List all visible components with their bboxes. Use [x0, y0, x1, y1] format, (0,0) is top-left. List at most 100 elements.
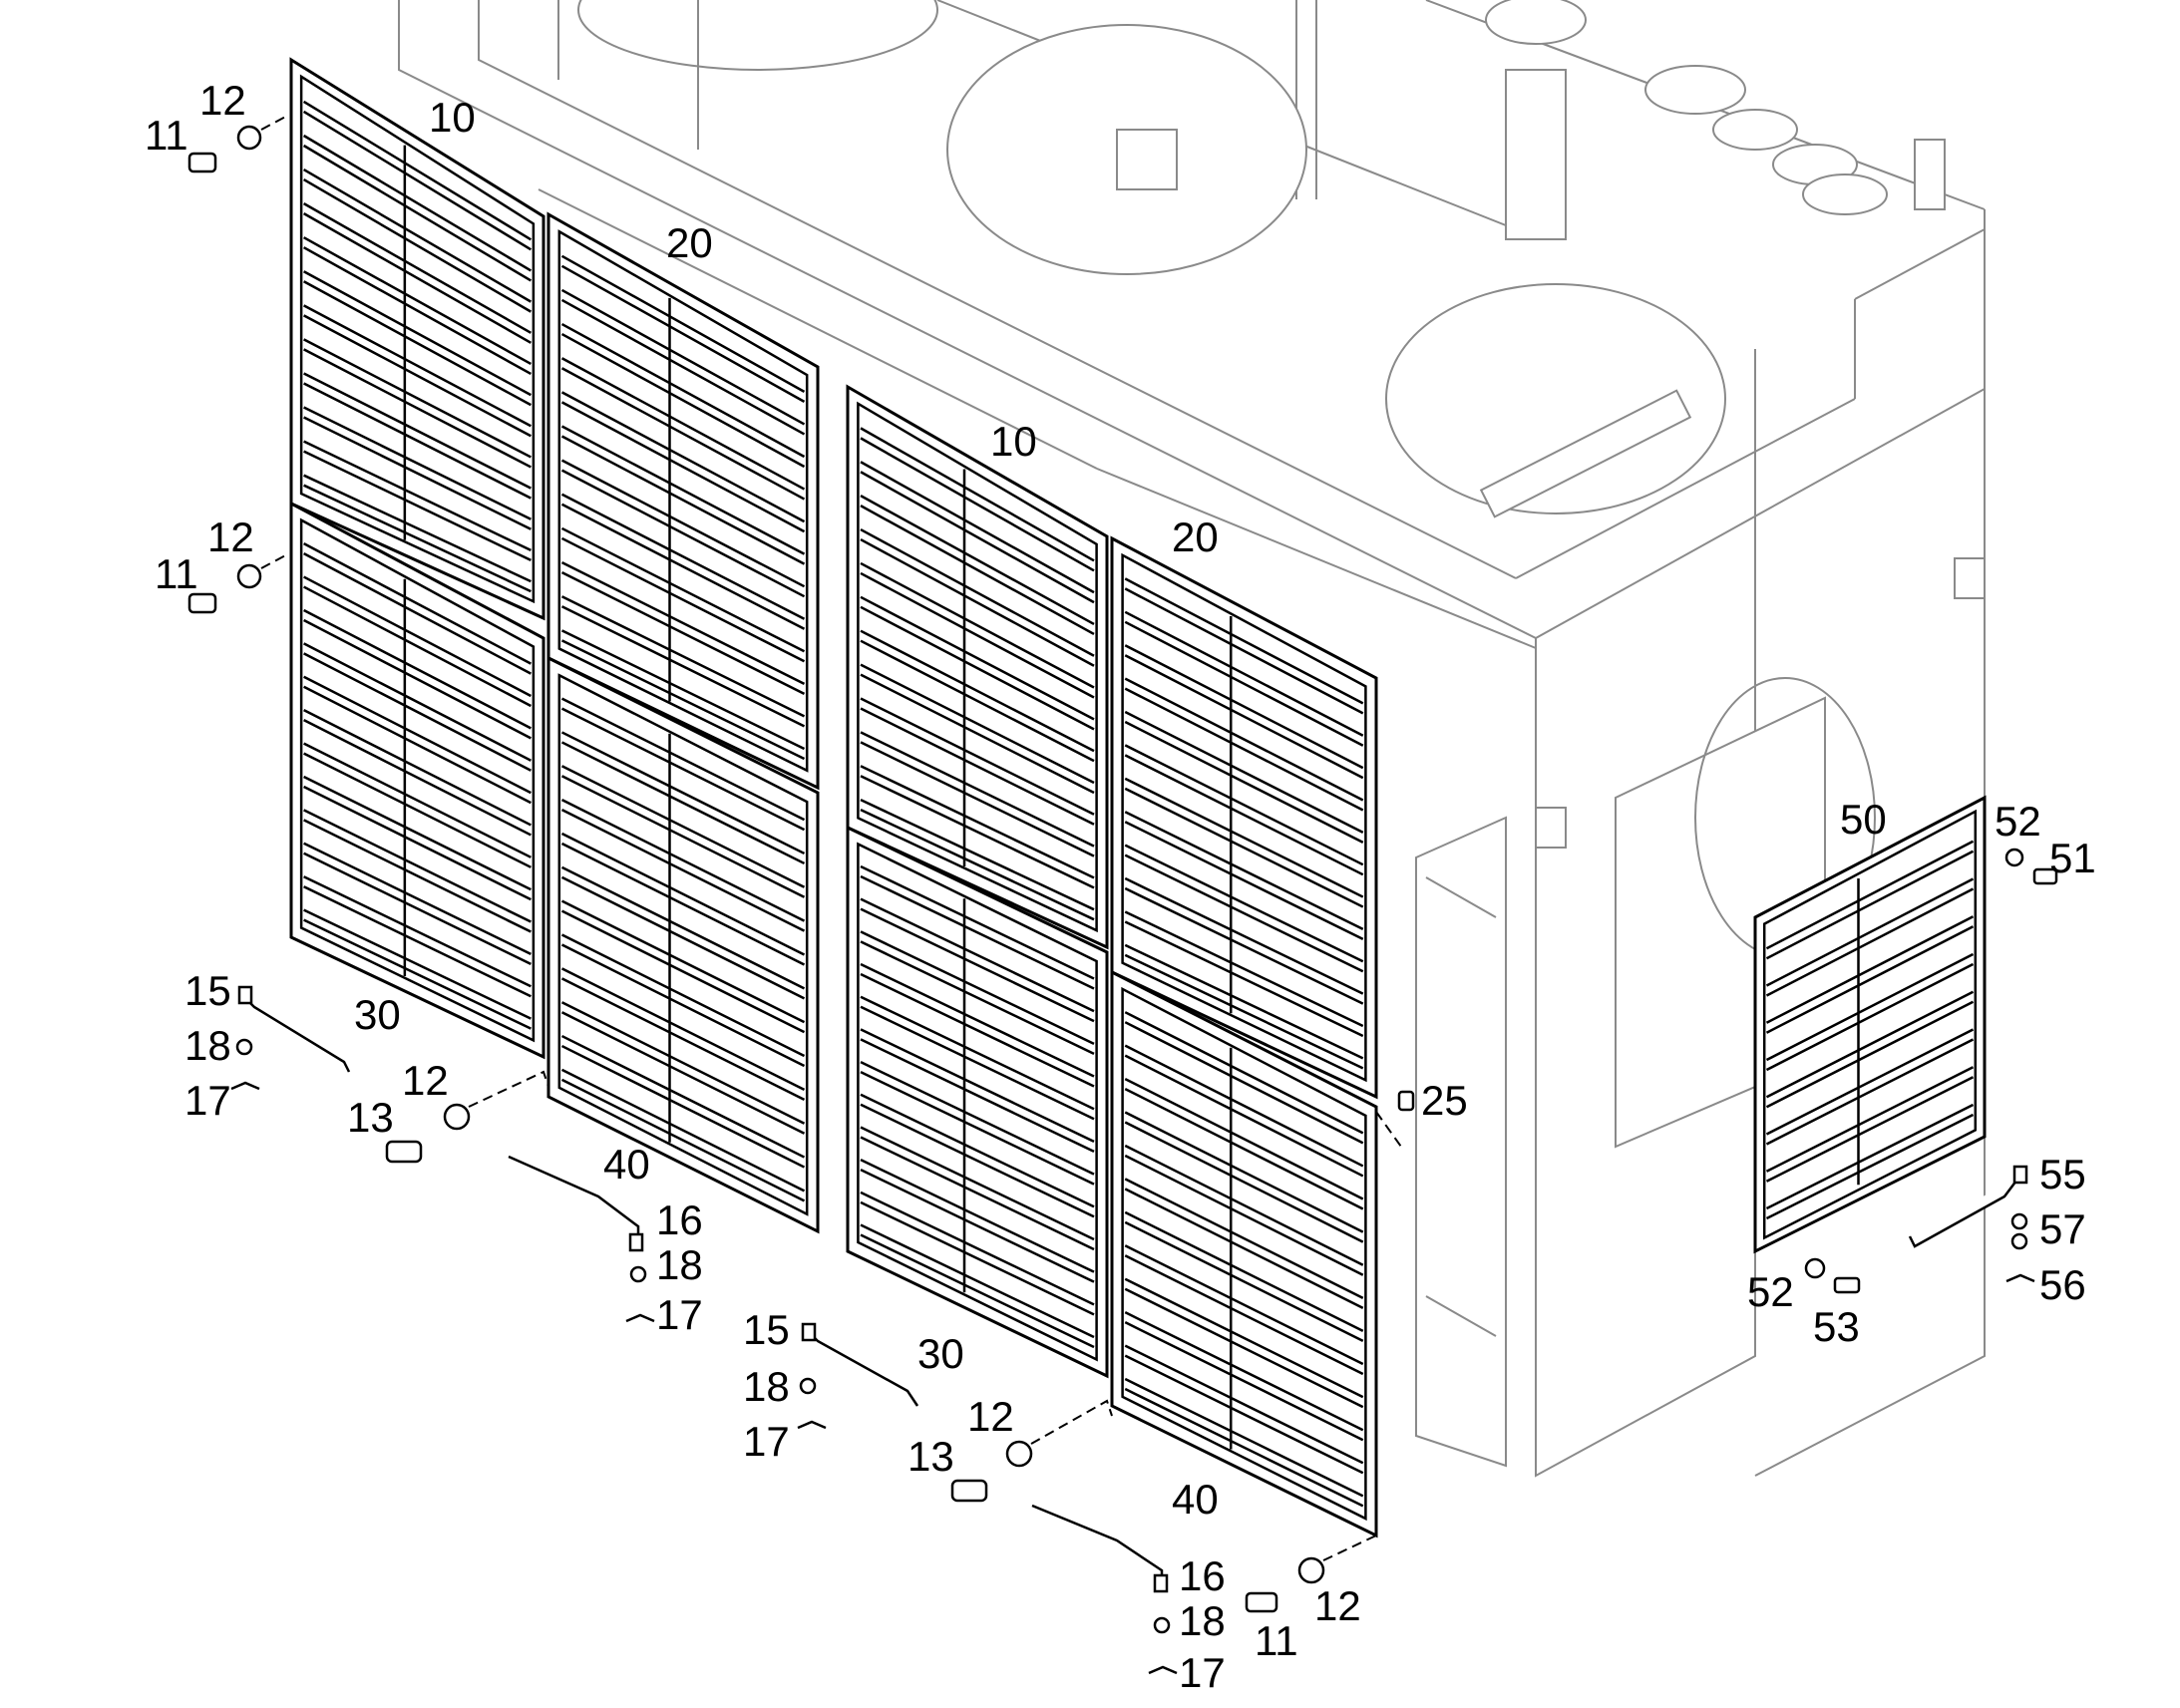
louver-slat [860, 697, 1095, 816]
louver-slat [1124, 1254, 1364, 1376]
callout-12: 12 [402, 1057, 449, 1104]
louver-slat [560, 493, 806, 620]
bolt-53 [1833, 1276, 1861, 1294]
callout-57: 57 [2039, 1205, 2086, 1252]
louver-inner-frame [299, 74, 536, 604]
louver-slat [860, 427, 1095, 562]
louver-slat [1765, 925, 1975, 1034]
louver-slat [560, 298, 806, 436]
louver-slat [1124, 1311, 1364, 1432]
louver-slat [560, 459, 806, 588]
washer-52-b [1804, 1257, 1826, 1279]
louver-slat [860, 561, 1095, 689]
louver-slat [860, 605, 1095, 731]
louver-slat [1124, 1044, 1364, 1168]
louver-slat [303, 875, 532, 988]
louver-panel-20-right [1110, 535, 1378, 1100]
louver-slat [1765, 1076, 1975, 1183]
callout-40: 40 [1172, 1476, 1219, 1523]
callout-20: 20 [1172, 513, 1219, 560]
louver-slat [560, 254, 806, 393]
louver-slat [1124, 876, 1364, 995]
callout-50: 50 [1840, 796, 1887, 843]
louver-slat [303, 372, 532, 490]
louver-slat [560, 264, 806, 403]
louver-slat [303, 809, 532, 923]
louver-slat [560, 899, 806, 1024]
louver-slat [303, 484, 532, 593]
louver-slat [1124, 1210, 1364, 1333]
callout-40: 40 [603, 1141, 650, 1188]
louver-slat [303, 202, 532, 334]
callout-16: 16 [1179, 1552, 1226, 1599]
rod-handle-16-b [1153, 1573, 1169, 1593]
louver-slat [560, 503, 806, 630]
callout-11: 11 [1255, 1617, 1298, 1664]
callout-18: 18 [184, 1022, 231, 1069]
louver-inner-frame [857, 842, 1098, 1362]
louver-slat [860, 629, 1095, 753]
louver-slat [860, 495, 1095, 626]
louver-slat [303, 842, 532, 956]
louver-slat [1124, 787, 1364, 908]
louver-slat [560, 469, 806, 598]
louver-slat [560, 401, 806, 533]
louver-slat [1124, 644, 1364, 770]
louver-slat [303, 675, 532, 795]
louver-slat [560, 605, 806, 728]
louver-slat [1124, 1178, 1364, 1299]
callout-52: 52 [1747, 1268, 1794, 1315]
louver-slat [1124, 1244, 1364, 1366]
louver-slat [860, 741, 1095, 857]
louver-inner-frame [557, 229, 809, 773]
bolt-51 [2032, 867, 2058, 885]
callout-17: 17 [184, 1077, 231, 1124]
louver-slat [560, 775, 806, 898]
louver-slat [303, 212, 532, 344]
louver-slat [1124, 777, 1364, 898]
louver-slat [560, 799, 806, 922]
bolts-and-washers [187, 114, 2058, 1613]
washer-18-a [235, 1038, 253, 1056]
louver-slat [303, 918, 532, 1030]
callout-11: 11 [145, 112, 188, 159]
callout-30: 30 [917, 1330, 964, 1377]
louver-slat [860, 1200, 1095, 1316]
louver-slat [860, 571, 1095, 699]
louver-slat [860, 663, 1095, 785]
louver-slat [860, 731, 1095, 848]
callout-labels: 12 11 10 20 12 11 10 20 50 52 51 15 30 1… [145, 77, 2096, 1696]
louver-slat [1124, 943, 1364, 1060]
louver-slat [1765, 877, 1975, 987]
callout-11: 11 [155, 550, 198, 597]
callout-12: 12 [207, 513, 254, 560]
louver-slat [1124, 1220, 1364, 1343]
louver-slat [860, 1103, 1095, 1218]
louver-slat [1124, 811, 1364, 931]
louver-slat [1124, 620, 1364, 747]
callout-12: 12 [199, 77, 246, 124]
callout-15: 15 [184, 967, 231, 1014]
louver-slat [303, 144, 532, 282]
louver-slat [860, 1191, 1095, 1306]
bolt-13-a [385, 1140, 423, 1164]
louver-slat [860, 864, 1095, 980]
callout-13: 13 [347, 1094, 394, 1141]
louver-slat [560, 842, 806, 966]
louver-slat [1124, 610, 1364, 737]
louver-slat [560, 526, 806, 653]
louver-inner-frame [1762, 809, 1978, 1240]
louver-slat [1765, 1038, 1975, 1146]
louver-slat [303, 314, 532, 438]
louver-slat [560, 697, 806, 822]
louver-slat [560, 765, 806, 888]
louver-inner-frame [557, 673, 809, 1216]
pin-17-c [797, 1420, 827, 1430]
louver-slat [303, 885, 532, 998]
callout-12: 12 [967, 1393, 1014, 1440]
callout-10: 10 [429, 94, 476, 141]
callout-52: 52 [1995, 798, 2041, 845]
louver-slat [1765, 840, 1975, 950]
washer-12-e [1297, 1556, 1325, 1584]
